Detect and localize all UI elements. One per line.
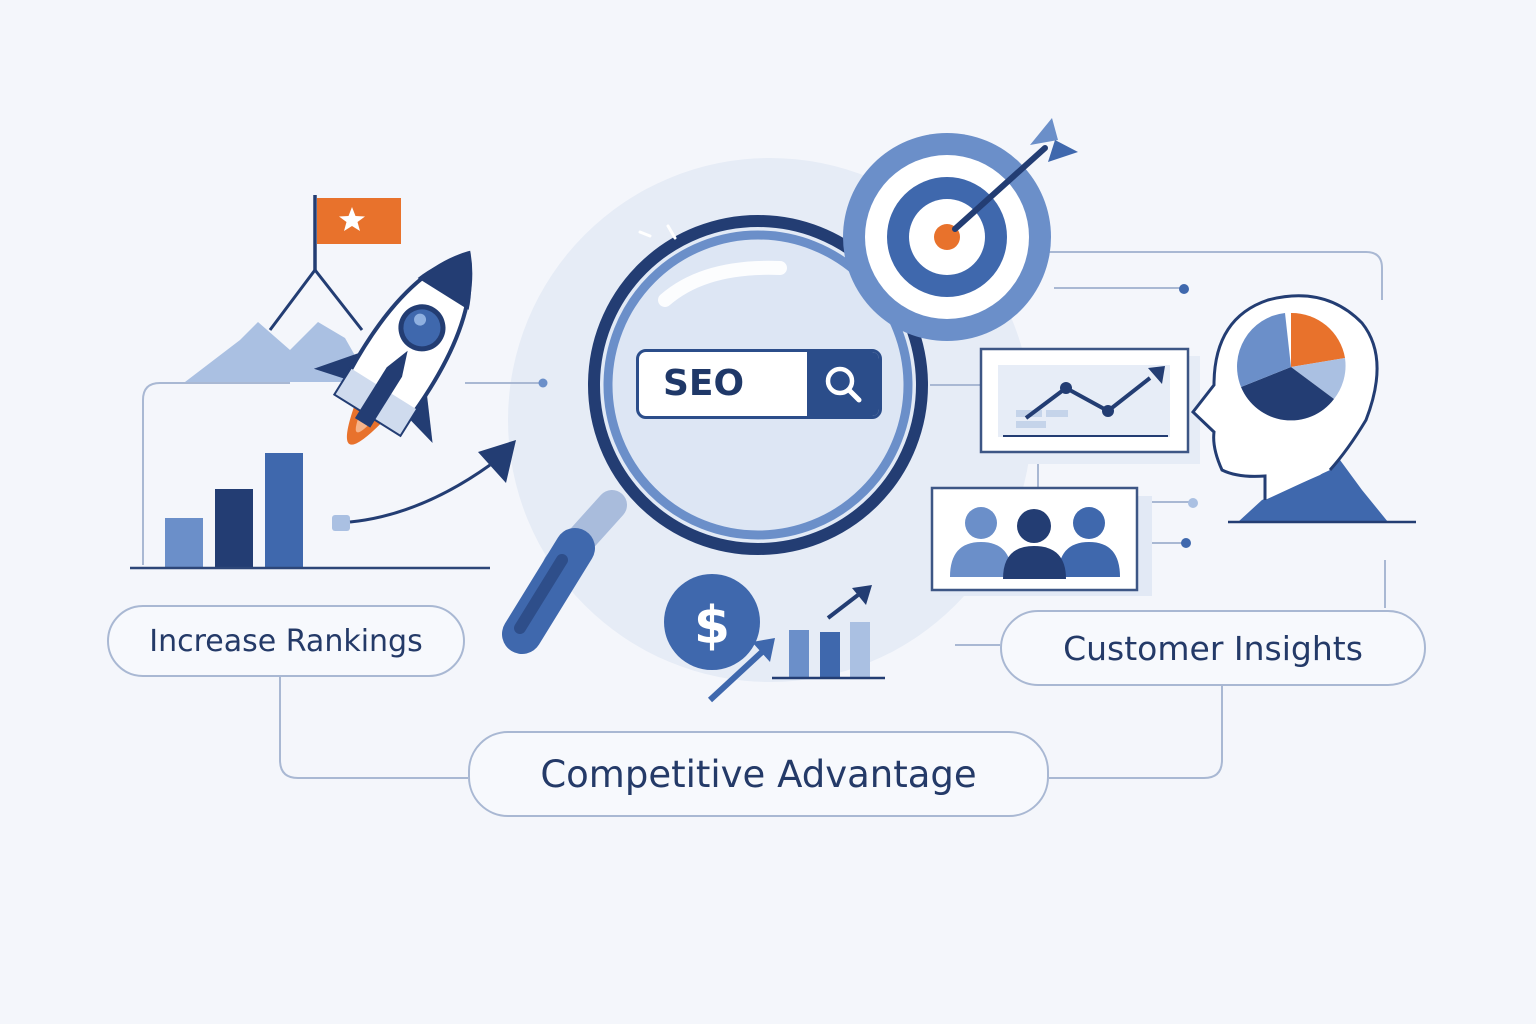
bar [165,518,203,568]
competitive-advantage-text: Competitive Advantage [540,752,977,796]
connector-lines [142,251,1386,779]
head-pie-chart-icon [1190,294,1416,524]
growth-arrow-icon [332,440,516,531]
dollar-icon: $ [664,574,760,670]
growth-chart-icon [707,585,885,703]
customer-insights-text: Customer Insights [1063,628,1363,668]
connector-dot [1181,538,1191,548]
people-icon [930,486,1152,596]
bar [265,453,303,568]
bar [789,630,809,678]
rocket-icon [313,250,473,445]
svg-text:$: $ [694,596,730,656]
target-icon [843,118,1078,341]
seo-search-text: SEO [663,363,745,404]
search-icon [825,366,862,403]
bar [850,622,870,678]
bar [215,489,253,568]
competitive-advantage-label: Competitive Advantage [468,731,1049,817]
flag-icon [268,195,401,331]
rankings-bar-chart [130,453,490,570]
connector-dot [1188,498,1198,508]
search-button[interactable] [807,352,879,416]
analytics-chart-card [979,347,1200,464]
customer-insights-label: Customer Insights [1000,610,1426,686]
seo-search-bar[interactable]: SEO [636,349,882,419]
increase-rankings-label: Increase Rankings [107,605,465,677]
increase-rankings-text: Increase Rankings [149,623,423,659]
bar [820,632,840,678]
connector-dot [538,378,548,388]
connector-dot [1179,284,1189,294]
